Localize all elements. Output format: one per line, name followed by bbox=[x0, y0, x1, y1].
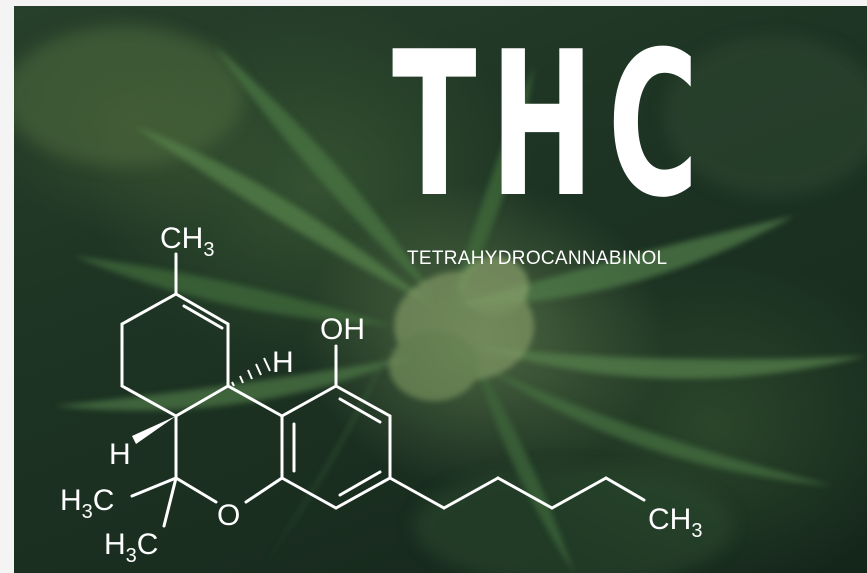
methyl-top-label: CH3 bbox=[160, 222, 214, 261]
oxygen-label: O bbox=[217, 499, 240, 532]
thc-title: THC bbox=[392, 9, 713, 242]
hydrogen-lower-label: H bbox=[109, 438, 131, 471]
hydrogen-upper-label: H bbox=[272, 346, 294, 379]
hashed-wedge-bond bbox=[231, 357, 271, 387]
wedge-bond bbox=[132, 416, 176, 444]
molecule-bonds bbox=[120, 252, 646, 528]
foliage-background bbox=[14, 26, 867, 573]
tetrahydrocannabinol-subtitle: TETRAHYDROCANNABINOL bbox=[407, 248, 668, 269]
hydroxyl-label: OH bbox=[320, 313, 365, 346]
cannabis-plant-photo: THC TETRAHYDROCANNABINOL bbox=[14, 6, 867, 573]
methyl-left-upper-label: H3C bbox=[60, 484, 114, 523]
methyl-left-lower-label: H3C bbox=[104, 528, 158, 567]
methyl-chain-end-label: CH3 bbox=[648, 503, 702, 542]
thc-molecule-structure: CH3 OH H H H3C H3C O CH3 bbox=[60, 222, 702, 567]
